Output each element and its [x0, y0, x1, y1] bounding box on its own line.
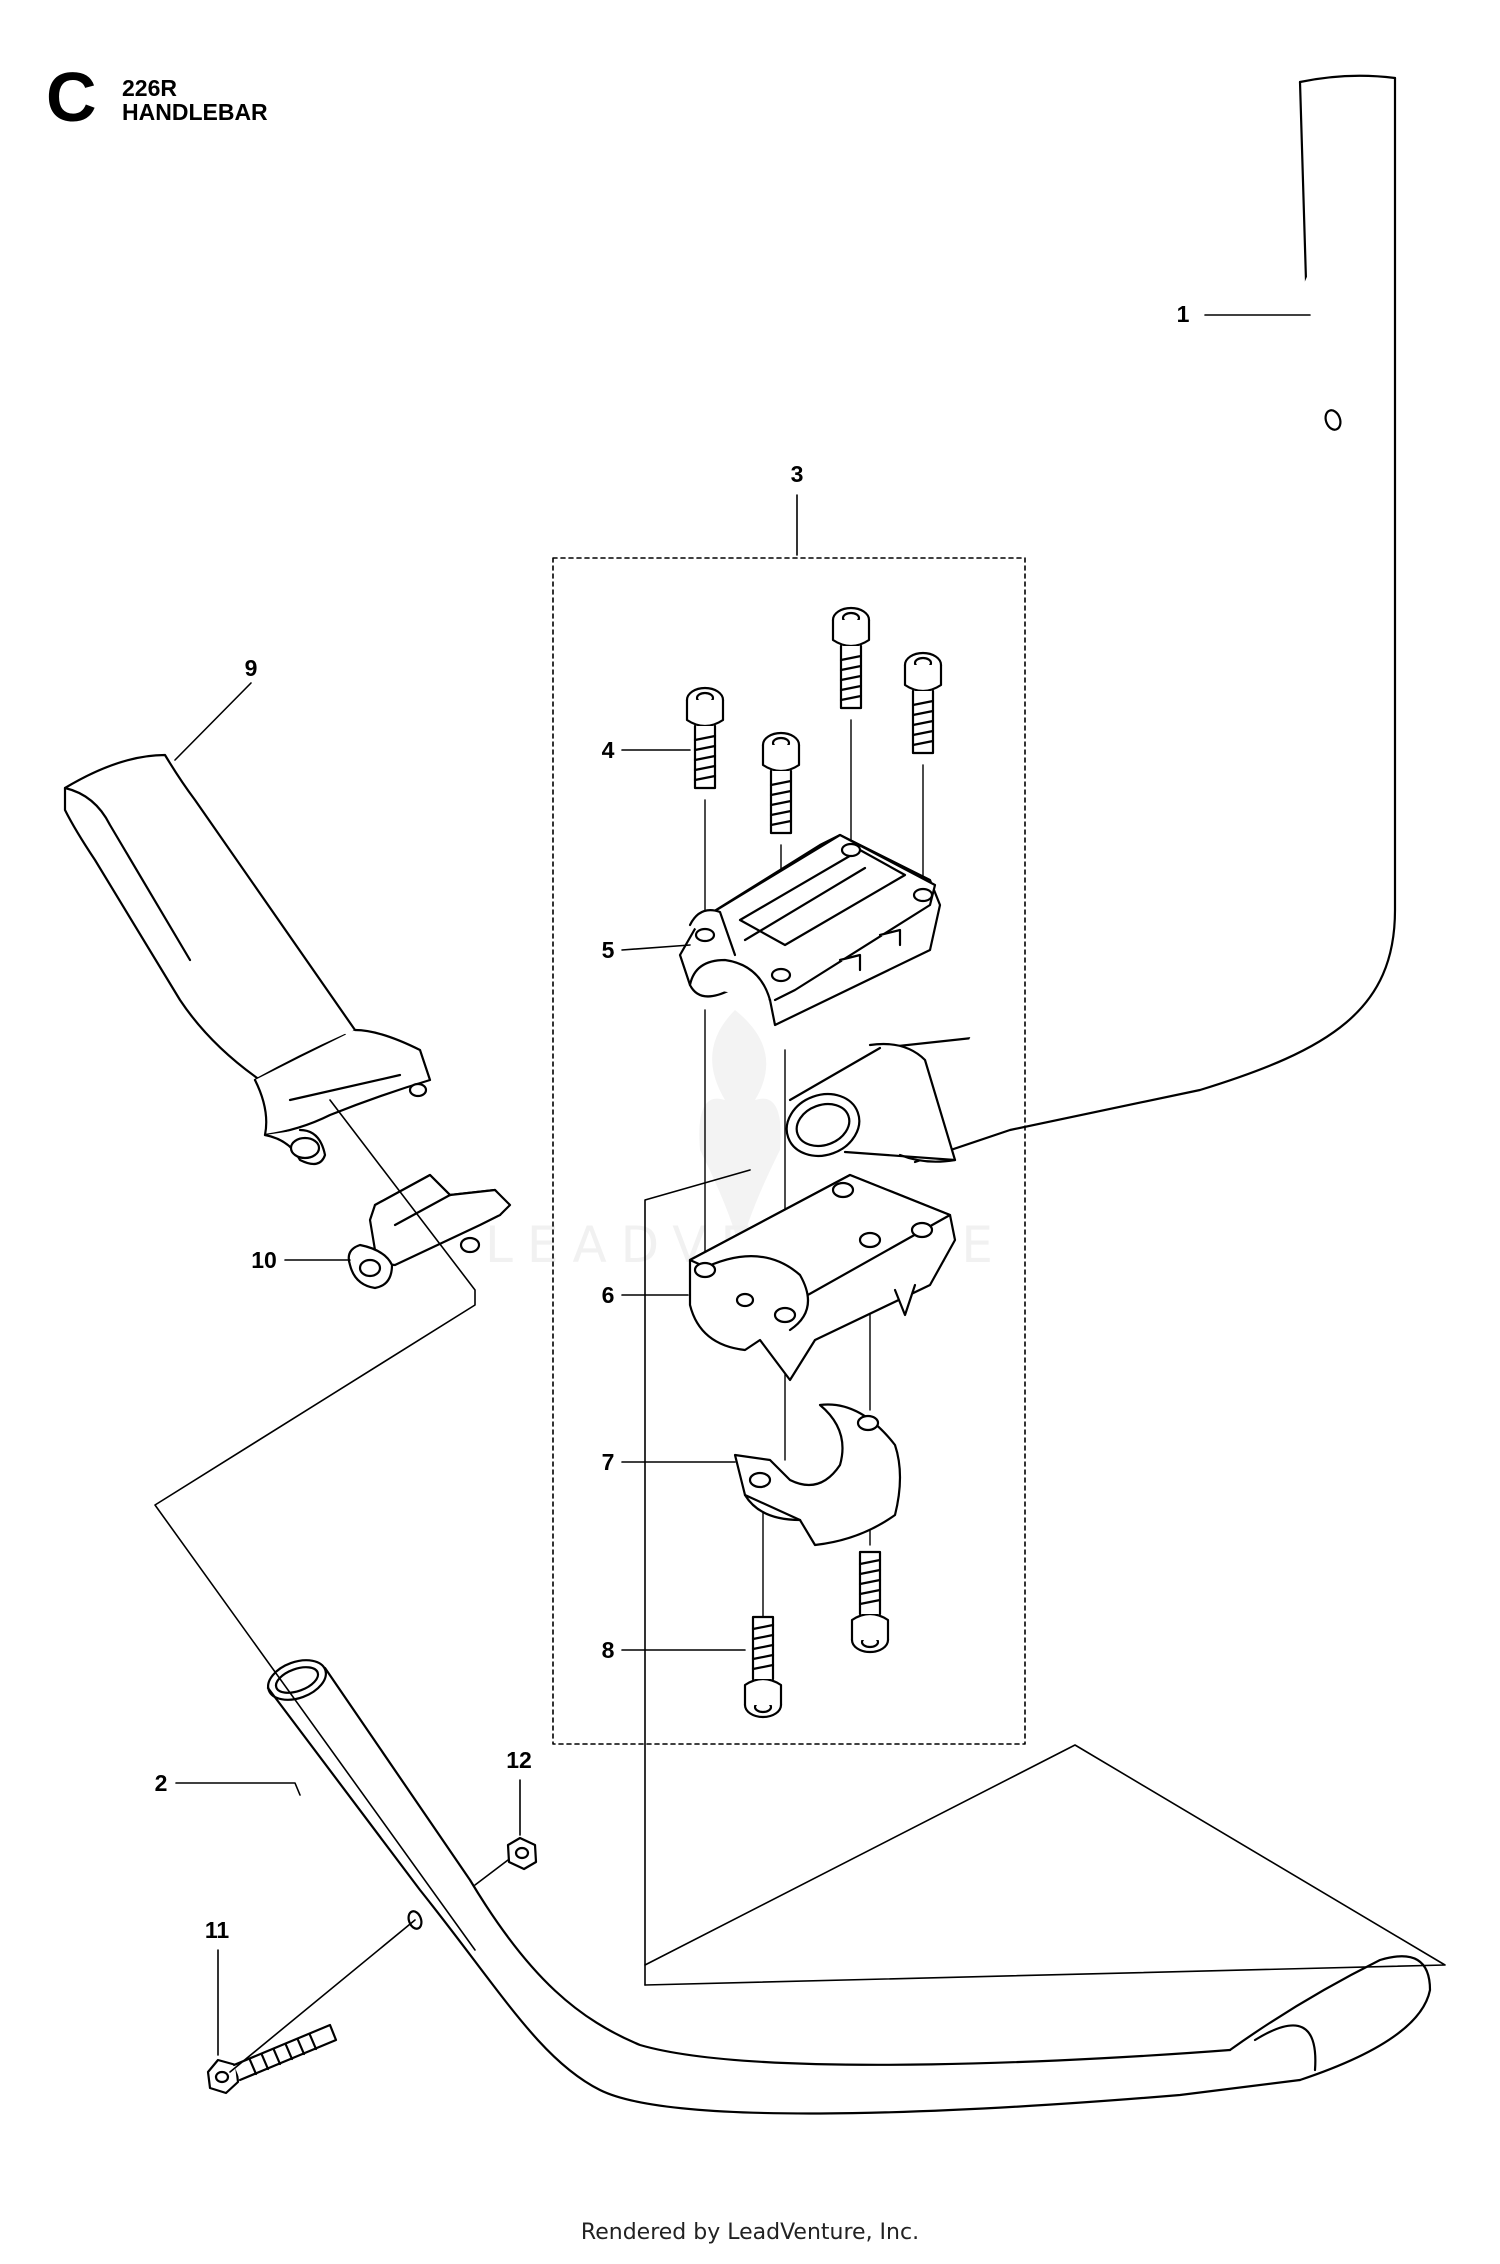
callout-5: 5 — [602, 937, 615, 963]
callout-10: 10 — [251, 1247, 277, 1273]
callout-7: 7 — [602, 1449, 615, 1475]
callout-9: 9 — [245, 655, 258, 681]
part-1-upper-handlebar — [785, 74, 1397, 1170]
section-title: 226R HANDLEBAR — [122, 76, 268, 124]
part-6-lower-clamp — [688, 1173, 957, 1382]
callout-3: 3 — [791, 461, 804, 487]
callout-11: 11 — [205, 1917, 230, 1943]
callout-1: 1 — [1177, 301, 1190, 327]
part-11-bolt — [206, 2023, 338, 2095]
part-4-screws — [685, 606, 943, 835]
callout-4: 4 — [602, 737, 615, 763]
footer-credit: Rendered by LeadVenture, Inc. — [580, 2220, 920, 2245]
part-2-lower-handlebar — [266, 1659, 1432, 2115]
part-7-clamp-half — [733, 1403, 902, 1547]
part-3-kit-box — [552, 557, 1026, 1745]
section-letter: C — [46, 58, 97, 136]
part-12-nut — [506, 1836, 538, 1871]
model-number: 226R — [122, 75, 177, 101]
leader-lines — [174, 314, 1311, 2056]
part-8-screws — [743, 1550, 890, 1719]
callout-12: 12 — [506, 1747, 532, 1773]
assembly-title: HANDLEBAR — [122, 99, 268, 126]
part-10-clip — [347, 1173, 512, 1290]
callout-labels: 1 2 3 4 5 6 7 8 9 10 11 12 — [155, 301, 1190, 1943]
callout-2: 2 — [155, 1770, 168, 1796]
part-9-grip — [63, 753, 432, 1166]
callout-8: 8 — [602, 1637, 615, 1663]
part-5-upper-clamp — [678, 833, 942, 1027]
callout-6: 6 — [602, 1282, 615, 1308]
connector-lines — [154, 1099, 1446, 2073]
